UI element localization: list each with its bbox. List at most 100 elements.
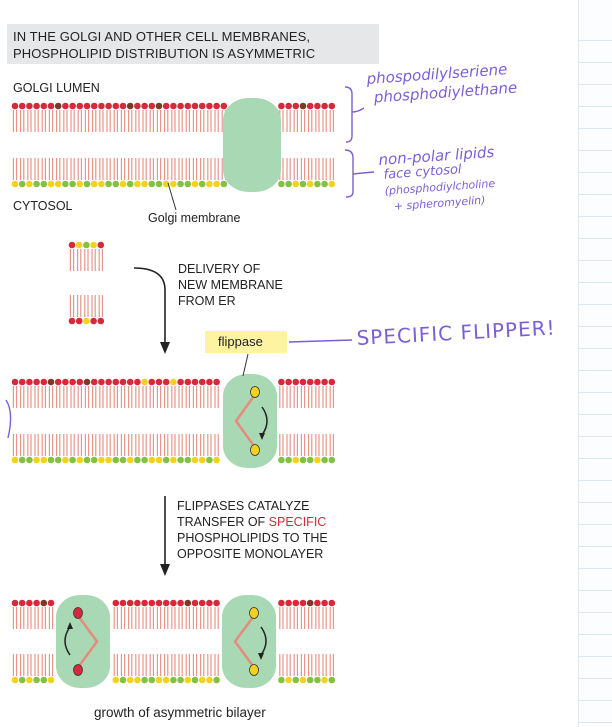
lipid-head — [33, 599, 40, 607]
lipid-head — [292, 102, 300, 110]
lipid-tail — [91, 249, 96, 271]
lipid-tail — [329, 607, 334, 629]
flipping-lipid-head — [73, 607, 83, 619]
lipid-tail — [98, 295, 103, 317]
lipid-head — [191, 378, 199, 386]
lipid-head — [285, 599, 292, 607]
lipid-head — [90, 180, 98, 188]
lipid-tail — [34, 386, 39, 408]
lipid-head — [206, 456, 213, 464]
lipid-head — [198, 599, 206, 607]
lipid-head — [321, 599, 328, 607]
lipid-head — [314, 456, 321, 464]
lipid-head — [141, 456, 148, 464]
lipid-head — [162, 180, 170, 188]
lipid-tail — [99, 158, 104, 180]
lipid-head — [105, 378, 112, 386]
lipid-tail — [135, 386, 140, 408]
lipid-tail — [27, 386, 32, 408]
lipid-head — [69, 456, 76, 464]
lipid-tail — [84, 249, 89, 271]
lipid-head — [278, 180, 285, 188]
lipid-tail — [308, 386, 313, 408]
lipid-head — [155, 102, 163, 110]
lipid-tail — [135, 607, 140, 629]
lipid-tail — [322, 434, 327, 456]
title-line-1: IN THE GOLGI AND OTHER CELL MEMBRANES, — [13, 29, 311, 44]
lipid-tail — [308, 158, 313, 180]
lipid-head — [26, 676, 33, 684]
lipid-tail — [48, 434, 54, 456]
lipid-tail — [41, 654, 46, 676]
lipid-head — [314, 378, 321, 386]
lipid-head — [68, 317, 76, 325]
lipid-head — [126, 180, 134, 188]
title-box — [7, 24, 379, 64]
golgi-membrane-label: Golgi membrane — [148, 211, 241, 225]
lipid-tail — [20, 607, 25, 629]
lipid-tail — [56, 110, 61, 132]
lipid-head — [184, 599, 192, 607]
lipid-head — [328, 676, 336, 684]
lipid-tail — [293, 654, 298, 676]
lipid-head — [26, 599, 33, 607]
lipid-tail — [92, 386, 97, 408]
lipid-tail — [279, 434, 284, 456]
lipid-head — [170, 102, 177, 110]
lipid-head — [148, 180, 156, 188]
lipid-head — [198, 456, 206, 464]
handwritten-note-2: non-polar lipids face cytosol (phosphodi… — [378, 143, 498, 216]
lipid-tail — [12, 386, 18, 408]
lipid-tail — [164, 110, 169, 132]
lipid-tail — [286, 607, 291, 629]
lipid-head — [119, 180, 127, 188]
lipid-head — [26, 378, 33, 386]
lipid-head — [278, 456, 285, 464]
lipid-head — [148, 102, 156, 110]
lipid-tail — [185, 434, 190, 456]
lipid-head — [119, 676, 127, 684]
lipid-head — [141, 378, 148, 386]
catalyze-line-2-specific: SPECIFIC — [268, 515, 327, 529]
lipid-tail — [91, 295, 96, 317]
lipid-tail — [322, 386, 327, 408]
protein-flippase-right — [222, 595, 276, 688]
catalyze-line-2: TRANSFER OF SPECIFIC — [177, 514, 328, 530]
flipping-lipid-head — [249, 607, 259, 619]
lipid-head — [299, 599, 307, 607]
lipid-tail — [48, 654, 54, 676]
lipid-head — [40, 676, 48, 684]
lipid-head — [47, 378, 55, 386]
growth-label: growth of asymmetric bilayer — [94, 705, 266, 720]
lipid-tail — [156, 607, 162, 629]
lipid-head — [292, 599, 300, 607]
lipid-head — [33, 180, 40, 188]
lipid-head — [83, 180, 91, 188]
lipid-tail — [214, 434, 219, 456]
lipid-head — [40, 599, 48, 607]
notebook-margin — [578, 0, 612, 727]
lipid-head — [141, 102, 148, 110]
lipid-tail — [293, 110, 298, 132]
lipid-head — [83, 456, 91, 464]
lipid-tail — [300, 654, 306, 676]
lipid-tail — [92, 110, 97, 132]
lipid-head — [299, 102, 307, 110]
lipid-tail — [41, 110, 46, 132]
lipid-tail — [279, 607, 284, 629]
diagram-title: IN THE GOLGI AND OTHER CELL MEMBRANES, P… — [13, 28, 315, 62]
lipid-tail — [293, 607, 298, 629]
lipid-head — [119, 102, 127, 110]
lipid-tail — [164, 158, 169, 180]
lipid-head — [40, 378, 48, 386]
lipid-head — [285, 378, 292, 386]
lipid-tail — [128, 607, 133, 629]
lipid-tail — [171, 607, 176, 629]
lipid-tail — [322, 110, 327, 132]
lipid-head — [11, 676, 19, 684]
lipid-tail — [27, 158, 32, 180]
flippase-pointer — [242, 353, 249, 377]
lipid-tail — [293, 158, 298, 180]
lipid-head — [11, 378, 19, 386]
lipid-tail — [286, 386, 291, 408]
